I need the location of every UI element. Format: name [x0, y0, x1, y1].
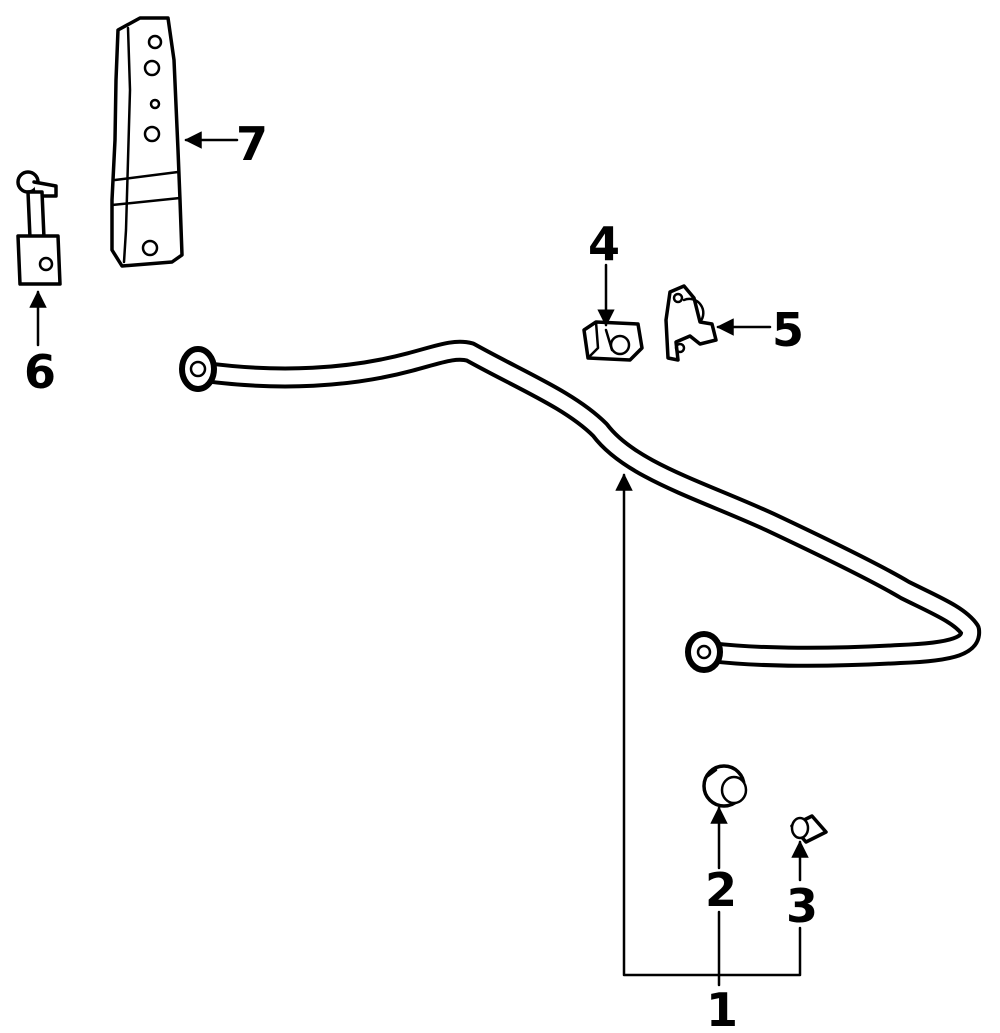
part-7-bracket	[110, 16, 184, 268]
callout-3: 3	[786, 879, 818, 933]
callout-4: 4	[588, 217, 620, 271]
callout-1: 1	[706, 983, 738, 1033]
callout-7: 7	[236, 117, 268, 171]
callout-6: 6	[24, 345, 56, 399]
leader-1-sleeve	[717, 926, 802, 977]
callout-5: 5	[772, 303, 804, 357]
part-5-clamp	[664, 284, 718, 362]
callout-labels: 7 6 4 5 2 3 1	[24, 117, 818, 1033]
leader-1-bar	[615, 473, 721, 977]
callout-2: 2	[705, 863, 737, 917]
leader-lines	[29, 131, 809, 987]
part-1-stabilizer-bar	[179, 339, 982, 673]
part-4-bushing	[582, 320, 644, 362]
part-2-bushing	[702, 764, 748, 808]
part-6-stabilizer-link	[16, 170, 62, 286]
part-3-sleeve	[790, 814, 828, 844]
